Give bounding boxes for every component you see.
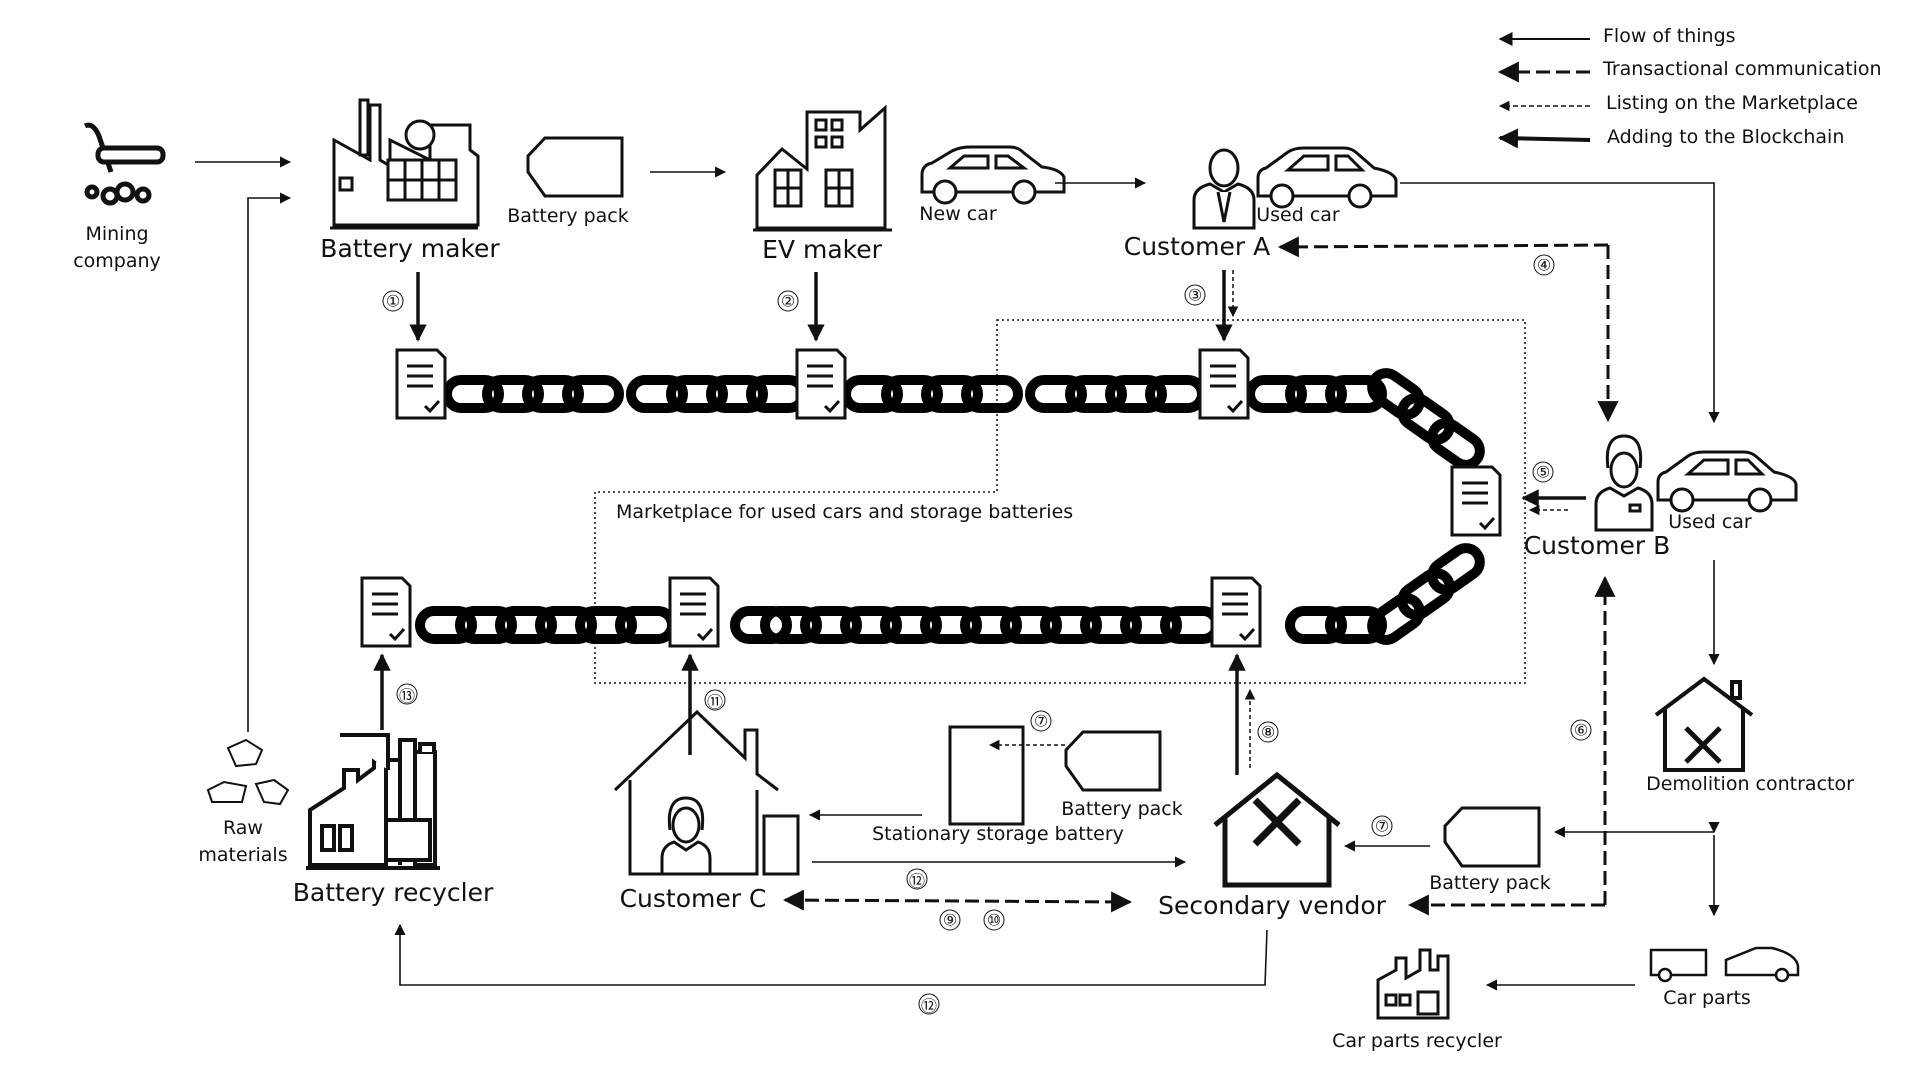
marketplace-region — [594, 319, 1526, 684]
raw-materials-label: Raw materials — [198, 817, 288, 866]
battery-pack-top-label: Battery pack — [507, 205, 629, 227]
legend-listing-label: Listing on the Marketplace — [1606, 92, 1858, 114]
battery-maker-label: Battery maker — [320, 234, 500, 263]
step-1: ① — [382, 290, 404, 312]
battery-pack-right-label: Battery pack — [1429, 872, 1551, 894]
step-6: ⑥ — [1570, 719, 1592, 741]
stationary-storage-label: Stationary storage battery — [872, 823, 1124, 845]
battery-pack-icon-mid — [1064, 730, 1162, 792]
step-7-right: ⑦ — [1371, 815, 1393, 837]
transaction-arrows — [782, 236, 1619, 916]
legend-blockchain-label: Adding to the Blockchain — [1607, 126, 1845, 148]
mining-company-label: Mining company — [73, 223, 161, 272]
new-car-label: New car — [919, 203, 997, 225]
customer-b-label: Customer B — [1523, 531, 1671, 560]
step-3: ③ — [1184, 284, 1206, 306]
car-icon-used-b — [1656, 450, 1798, 513]
car-parts-recycler-label: Car parts recycler — [1332, 1030, 1502, 1052]
step-11: ⑪ — [704, 689, 726, 711]
recycler-factory-icon-small — [1376, 948, 1450, 1020]
block-4 — [1450, 465, 1502, 537]
factory-icon — [330, 98, 480, 230]
legend-transaction-label: Transactional communication — [1603, 58, 1882, 80]
vendor-house-icon — [1213, 771, 1341, 888]
customer-c-label: Customer C — [619, 884, 767, 913]
step-2: ② — [777, 290, 799, 312]
battery-pack-icon — [526, 136, 624, 198]
block-6 — [668, 576, 720, 648]
rocks-icon — [206, 738, 290, 806]
blockchain-upper — [442, 368, 1485, 470]
demolition-contractor-label: Demolition contractor — [1646, 773, 1854, 795]
marketplace-label: Marketplace for used cars and storage ba… — [616, 501, 1074, 523]
car-icon-new — [920, 145, 1066, 205]
block-1 — [395, 348, 447, 420]
blockchain-lower — [415, 543, 1485, 645]
block-2 — [795, 348, 847, 420]
step-9: ⑨ — [939, 909, 961, 931]
used-car-a-label: Used car — [1256, 204, 1340, 226]
step-13: ⑬ — [396, 683, 418, 705]
flow-arrows — [195, 156, 1720, 991]
blockchain-arrows — [373, 270, 1586, 775]
battery-recycler-label: Battery recycler — [292, 878, 494, 907]
step-10: ⑩ — [983, 909, 1005, 931]
building-icon — [753, 104, 892, 232]
recycler-factory-icon — [306, 733, 440, 870]
legend-lines — [1497, 32, 1591, 149]
legend-flow-label: Flow of things — [1603, 25, 1736, 47]
pickaxe-icon — [83, 122, 166, 206]
step-12-bottom: ⑫ — [918, 993, 940, 1015]
car-parts-icon — [1649, 946, 1800, 983]
block-5 — [1210, 576, 1262, 648]
customer-a-label: Customer A — [1123, 232, 1271, 261]
listing-arrows — [988, 270, 1568, 768]
block-documents — [360, 348, 1502, 648]
battery-pack-icon-right — [1443, 806, 1541, 868]
used-car-b-label: Used car — [1668, 511, 1752, 533]
step-12-mid: ⑫ — [906, 868, 928, 890]
step-4: ④ — [1533, 254, 1555, 276]
car-parts-label: Car parts — [1663, 987, 1751, 1009]
secondary-vendor-label: Secondary vendor — [1158, 891, 1386, 920]
person-icon-customer-a — [1192, 148, 1256, 230]
step-7-top: ⑦ — [1030, 710, 1052, 732]
car-icon-used-a — [1256, 146, 1398, 209]
step-5: ⑤ — [1532, 461, 1554, 483]
step-8: ⑧ — [1257, 721, 1279, 743]
stationary-battery-icon — [948, 725, 1025, 826]
block-7 — [360, 576, 412, 648]
battery-pack-mid-label: Battery pack — [1061, 798, 1183, 820]
ev-maker-label: EV maker — [762, 235, 882, 264]
person-icon-customer-b — [1594, 434, 1654, 532]
demolition-house-icon — [1654, 676, 1754, 772]
block-3 — [1198, 348, 1250, 420]
house-icon-customer-c — [613, 709, 800, 876]
